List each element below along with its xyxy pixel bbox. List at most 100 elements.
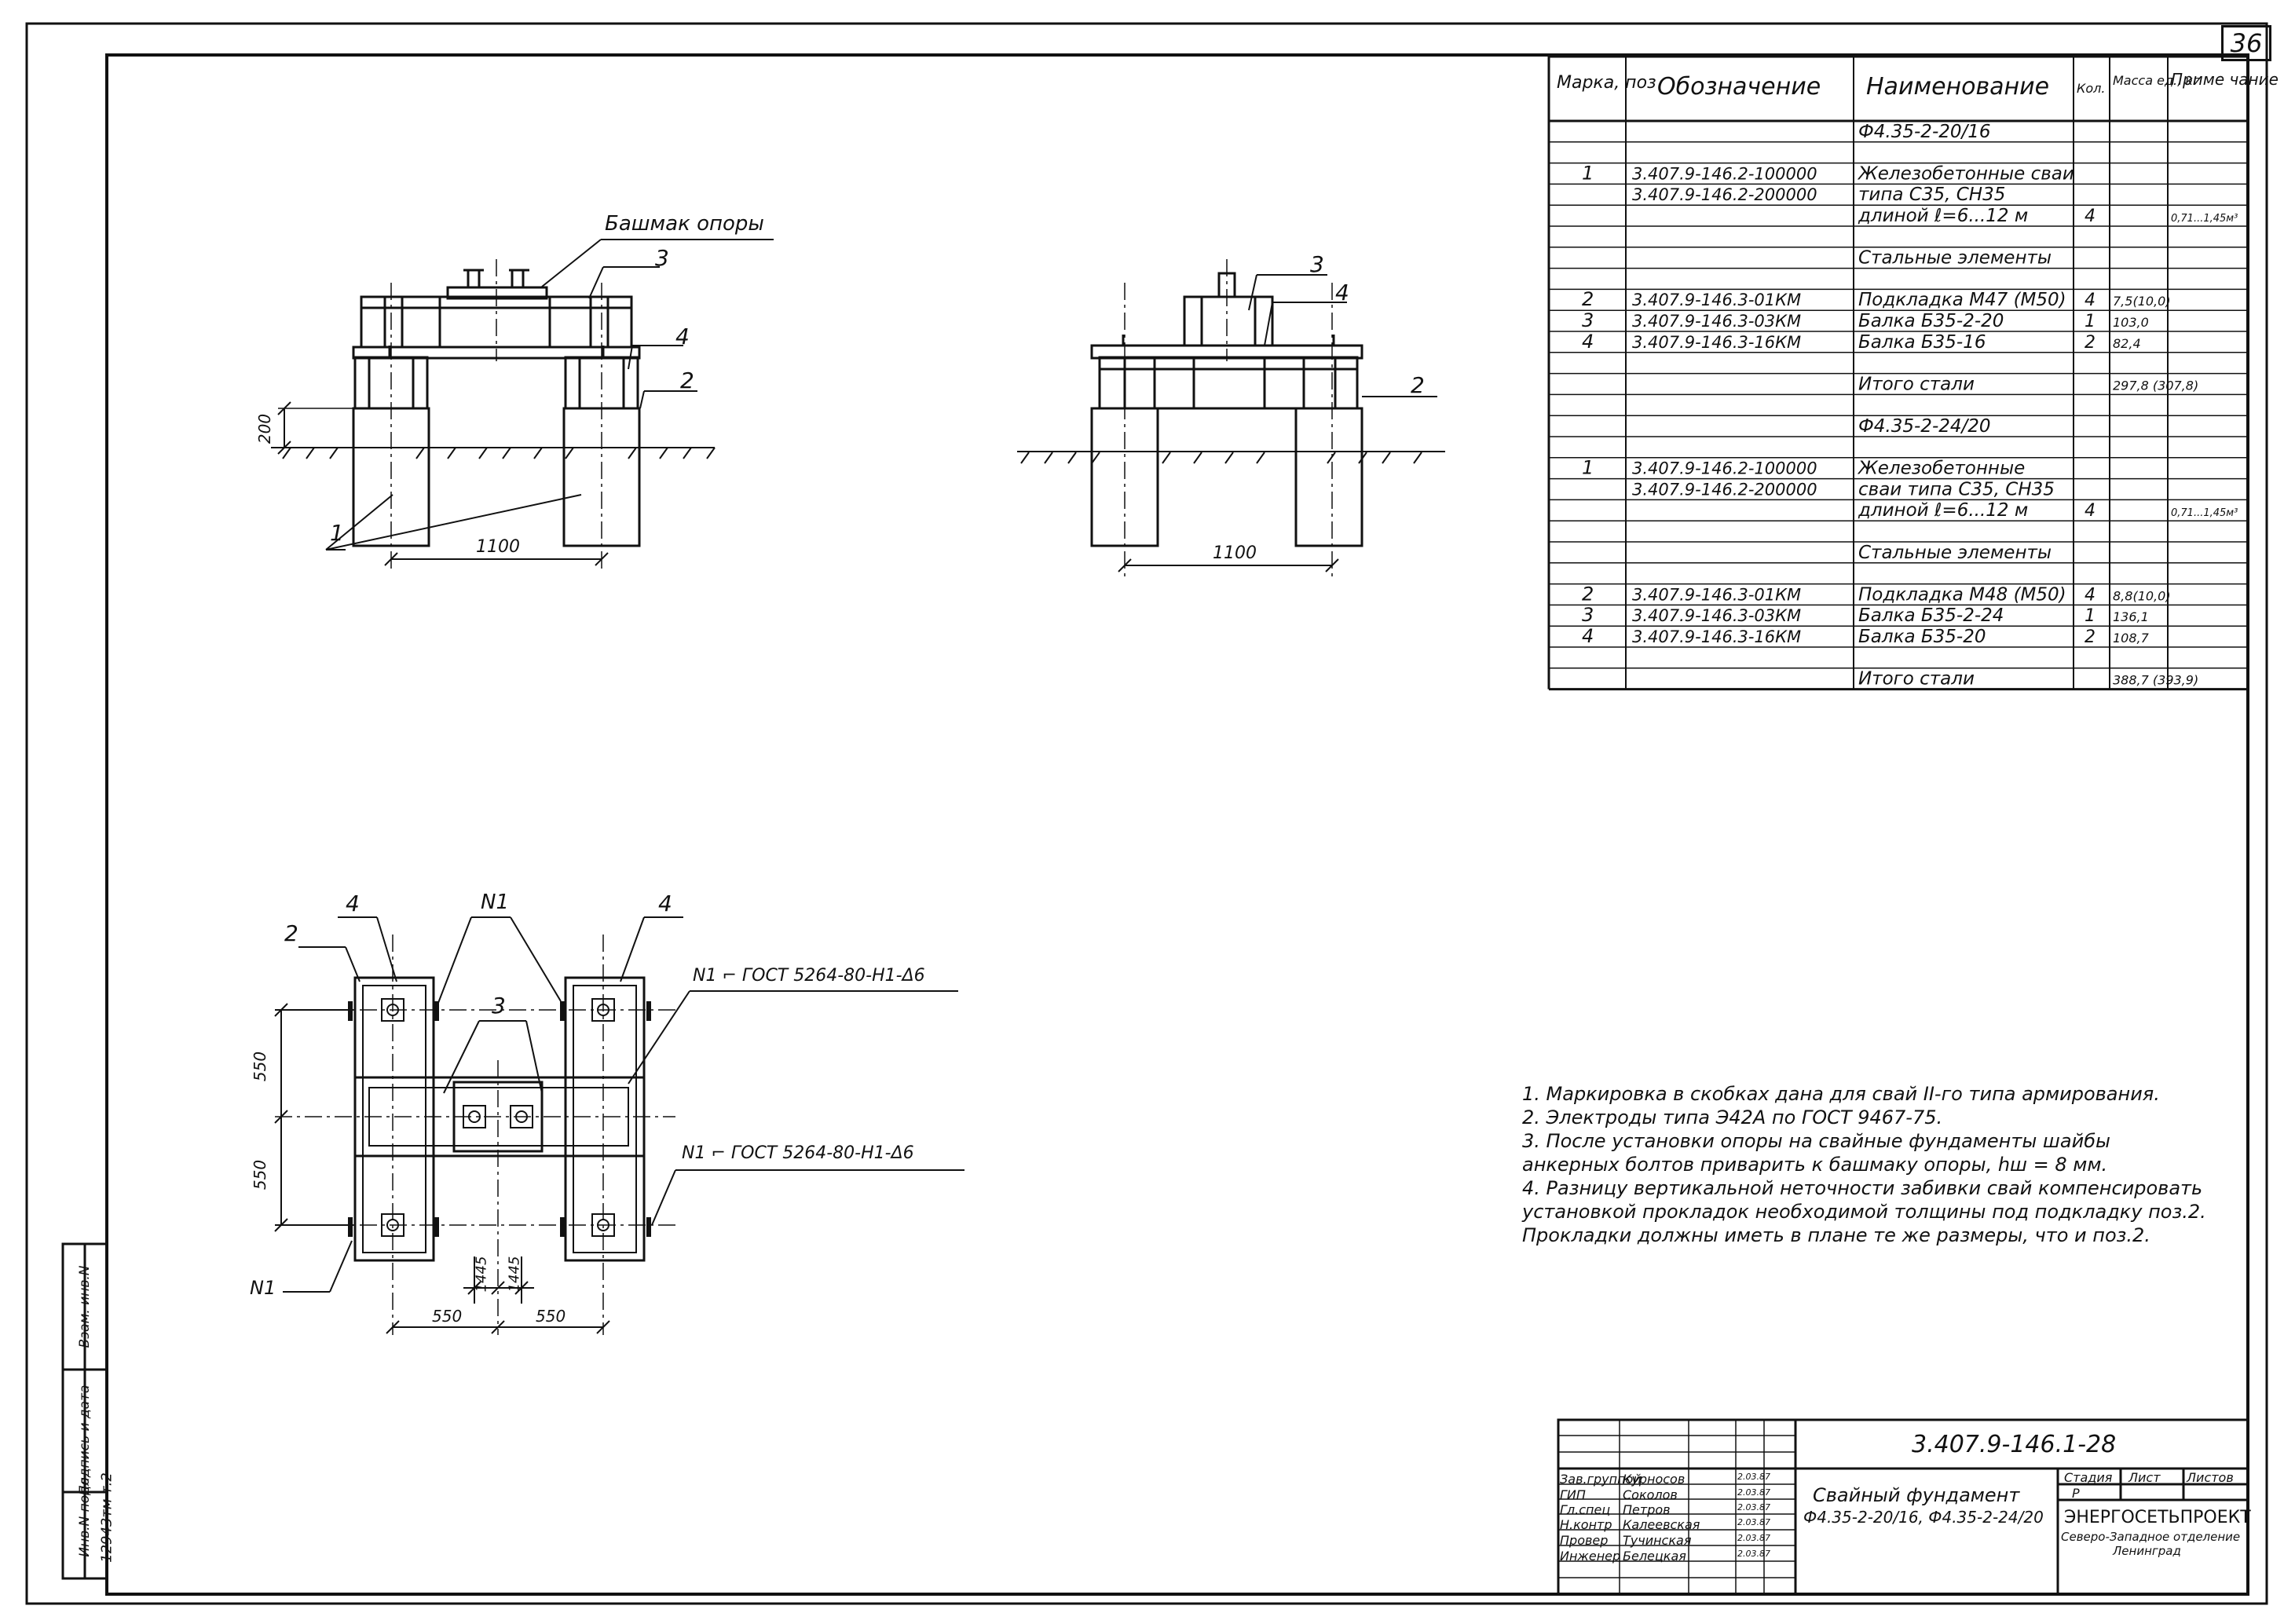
spec-row-name: Балка Б35-20 [1858,627,1986,647]
general-notes: 1. Маркировка в скобках дана для свай II… [1522,1082,2213,1247]
spec-row-mark: 4 [1582,331,1594,353]
spec-row-designation: 3.407.9-146.2-100000 [1632,164,1817,183]
spec-row-name: Ф4.35-2-20/16 [1858,122,1991,142]
spec-row-qty: 2 [2085,627,2096,647]
title-block-role: ГИП [1560,1487,1586,1502]
inner-frame [105,53,2249,1596]
document-code: 3.407.9-146.1-28 [1912,1431,2117,1458]
spec-row-note: 0,71...1,45м³ [2171,507,2238,519]
title-block-name: Тучинская [1623,1533,1692,1548]
spec-row-mark: 3 [1582,604,1594,626]
sheet-label: Лист [2128,1470,2161,1485]
spec-row-mass: 136,1 [2113,609,2149,624]
spec-row-mass: 7,5(10,0) [2113,294,2171,309]
spec-row-qty: 4 [2085,585,2096,605]
spec-row-designation: 3.407.9-146.3-01КМ [1632,585,1801,604]
org-city: Ленинград [2113,1544,2181,1558]
outer-border [25,22,2268,1605]
title-block-date: 2.03.87 [1737,1549,1770,1559]
note-1: 1. Маркировка в скобках дана для свай II… [1522,1083,2160,1105]
spec-row-qty: 1 [2085,606,2096,626]
title-block-name: Курносов [1623,1472,1686,1487]
spec-row-note: 0,71...1,45м³ [2171,213,2238,225]
spec-row-name: Железобетонные сваи [1857,163,2074,184]
spec-row-qty: 4 [2085,291,2096,310]
front-elevation [271,239,774,573]
stage-label: Стадия [2064,1470,2113,1485]
spec-row-mark: 1 [1582,162,1594,184]
spec-row-designation: 3.407.9-146.3-03КМ [1632,606,1801,625]
title-block-date: 2.03.87 [1737,1517,1770,1527]
spec-row-name: Балка Б35-16 [1858,332,1986,353]
doc-title-2: Ф4.35-2-20/16, Ф4.35-2-24/20 [1803,1508,2044,1527]
sheets-label: Листов [2187,1470,2234,1485]
spec-row-qty: 1 [2085,312,2096,331]
spec-row-mass: 103,0 [2113,315,2149,330]
spec-row-name: Балка Б35-2-24 [1858,605,2004,626]
spec-row-designation: 3.407.9-146.3-16КМ [1632,627,1801,646]
spec-row-designation: 3.407.9-146.2-200000 [1632,480,1817,499]
side-stamp [61,1242,108,1580]
title-block-date: 2.03.87 [1737,1472,1770,1482]
note-3: 3. После установки опоры на свайные фунд… [1522,1130,2110,1176]
title-block [1557,1418,2249,1596]
spec-row-mass: 82,4 [2113,336,2141,351]
title-block-role: Инженер [1560,1549,1621,1564]
header-designation: Обозначение [1657,73,1821,101]
spec-row-name: Железобетонные [1857,459,2025,479]
title-block-role: Гл.спец [1560,1502,1611,1517]
spec-row-designation: 3.407.9-146.2-200000 [1632,185,1817,204]
spec-row-name: Ф4.35-2-24/20 [1858,416,1991,437]
spec-row-mass: 108,7 [2113,631,2150,646]
note-4: 4. Разницу вертикальной неточности забив… [1522,1177,2206,1246]
title-block-name: Соколов [1623,1487,1678,1502]
stage-value: Р [2072,1486,2080,1501]
doc-title-1: Свайный фундамент [1813,1484,2020,1506]
spec-row-designation: 3.407.9-146.3-03КМ [1632,312,1801,331]
spec-row-mass: 8,8(10,0) [2113,588,2171,603]
spec-row-designation: 3.407.9-146.3-01КМ [1632,291,1801,309]
spec-row-name: Балка Б35-2-20 [1858,311,2004,331]
header-qty: Кол. [2077,81,2105,96]
header-mark: Марка, поз [1557,73,1656,93]
plan-view [274,916,964,1335]
header-name: Наименование [1866,73,2049,101]
spec-row-mark: 4 [1582,625,1594,647]
title-block-name: Петров [1623,1502,1671,1517]
spec-row-name: Итого стали [1858,669,1975,689]
spec-row-name: Итого стали [1858,374,1975,394]
header-mass: Масса ед., кг [2113,73,2200,88]
spec-row-name: Стальные элементы [1858,248,2052,269]
title-block-date: 2.03.87 [1737,1502,1770,1512]
spec-row-mark: 1 [1582,457,1594,479]
spec-row-name: длиной ℓ=6...12 м [1858,206,2028,226]
spec-row-name: сваи типа С35, СН35 [1858,479,2055,499]
spec-row-qty: 2 [2085,333,2096,353]
spec-row-qty: 4 [2085,501,2096,521]
spec-row-qty: 4 [2085,207,2096,226]
title-block-date: 2.03.87 [1737,1533,1770,1543]
spec-row-designation: 3.407.9-146.3-16КМ [1632,333,1801,352]
title-block-name: Калеевская [1623,1517,1700,1532]
note-2: 2. Электроды типа Э42А по ГОСТ 9467-75. [1522,1106,1943,1128]
title-block-date: 2.03.87 [1737,1487,1770,1498]
spec-row-name: Подкладка М48 (М50) [1858,584,2066,605]
spec-row-designation: 3.407.9-146.2-100000 [1632,459,1817,478]
title-block-name: Белецкая [1623,1549,1686,1564]
spec-row-name: длиной ℓ=6...12 м [1858,500,2028,521]
spec-row-mass: 388,7 (393,9) [2113,673,2198,688]
spec-row-mark: 2 [1582,583,1594,605]
spec-row-mark: 2 [1582,288,1594,310]
header-note: Приме чание [2171,70,2279,89]
spec-row-mass: 297,8 (307,8) [2113,378,2198,393]
side-elevation [1017,259,1445,581]
spec-row-name: Подкладка М47 (М50) [1858,290,2066,310]
spec-row-name: Стальные элементы [1858,543,2052,563]
title-block-role: Н.контр [1560,1517,1612,1532]
title-block-role: Провер [1560,1533,1609,1548]
org-name: ЭНЕРГОСЕТЬПРОЕКТ [2064,1508,2251,1527]
title-block-role: Зав.группой [1560,1472,1642,1487]
spec-row-name: типа С35, СН35 [1858,185,2005,205]
